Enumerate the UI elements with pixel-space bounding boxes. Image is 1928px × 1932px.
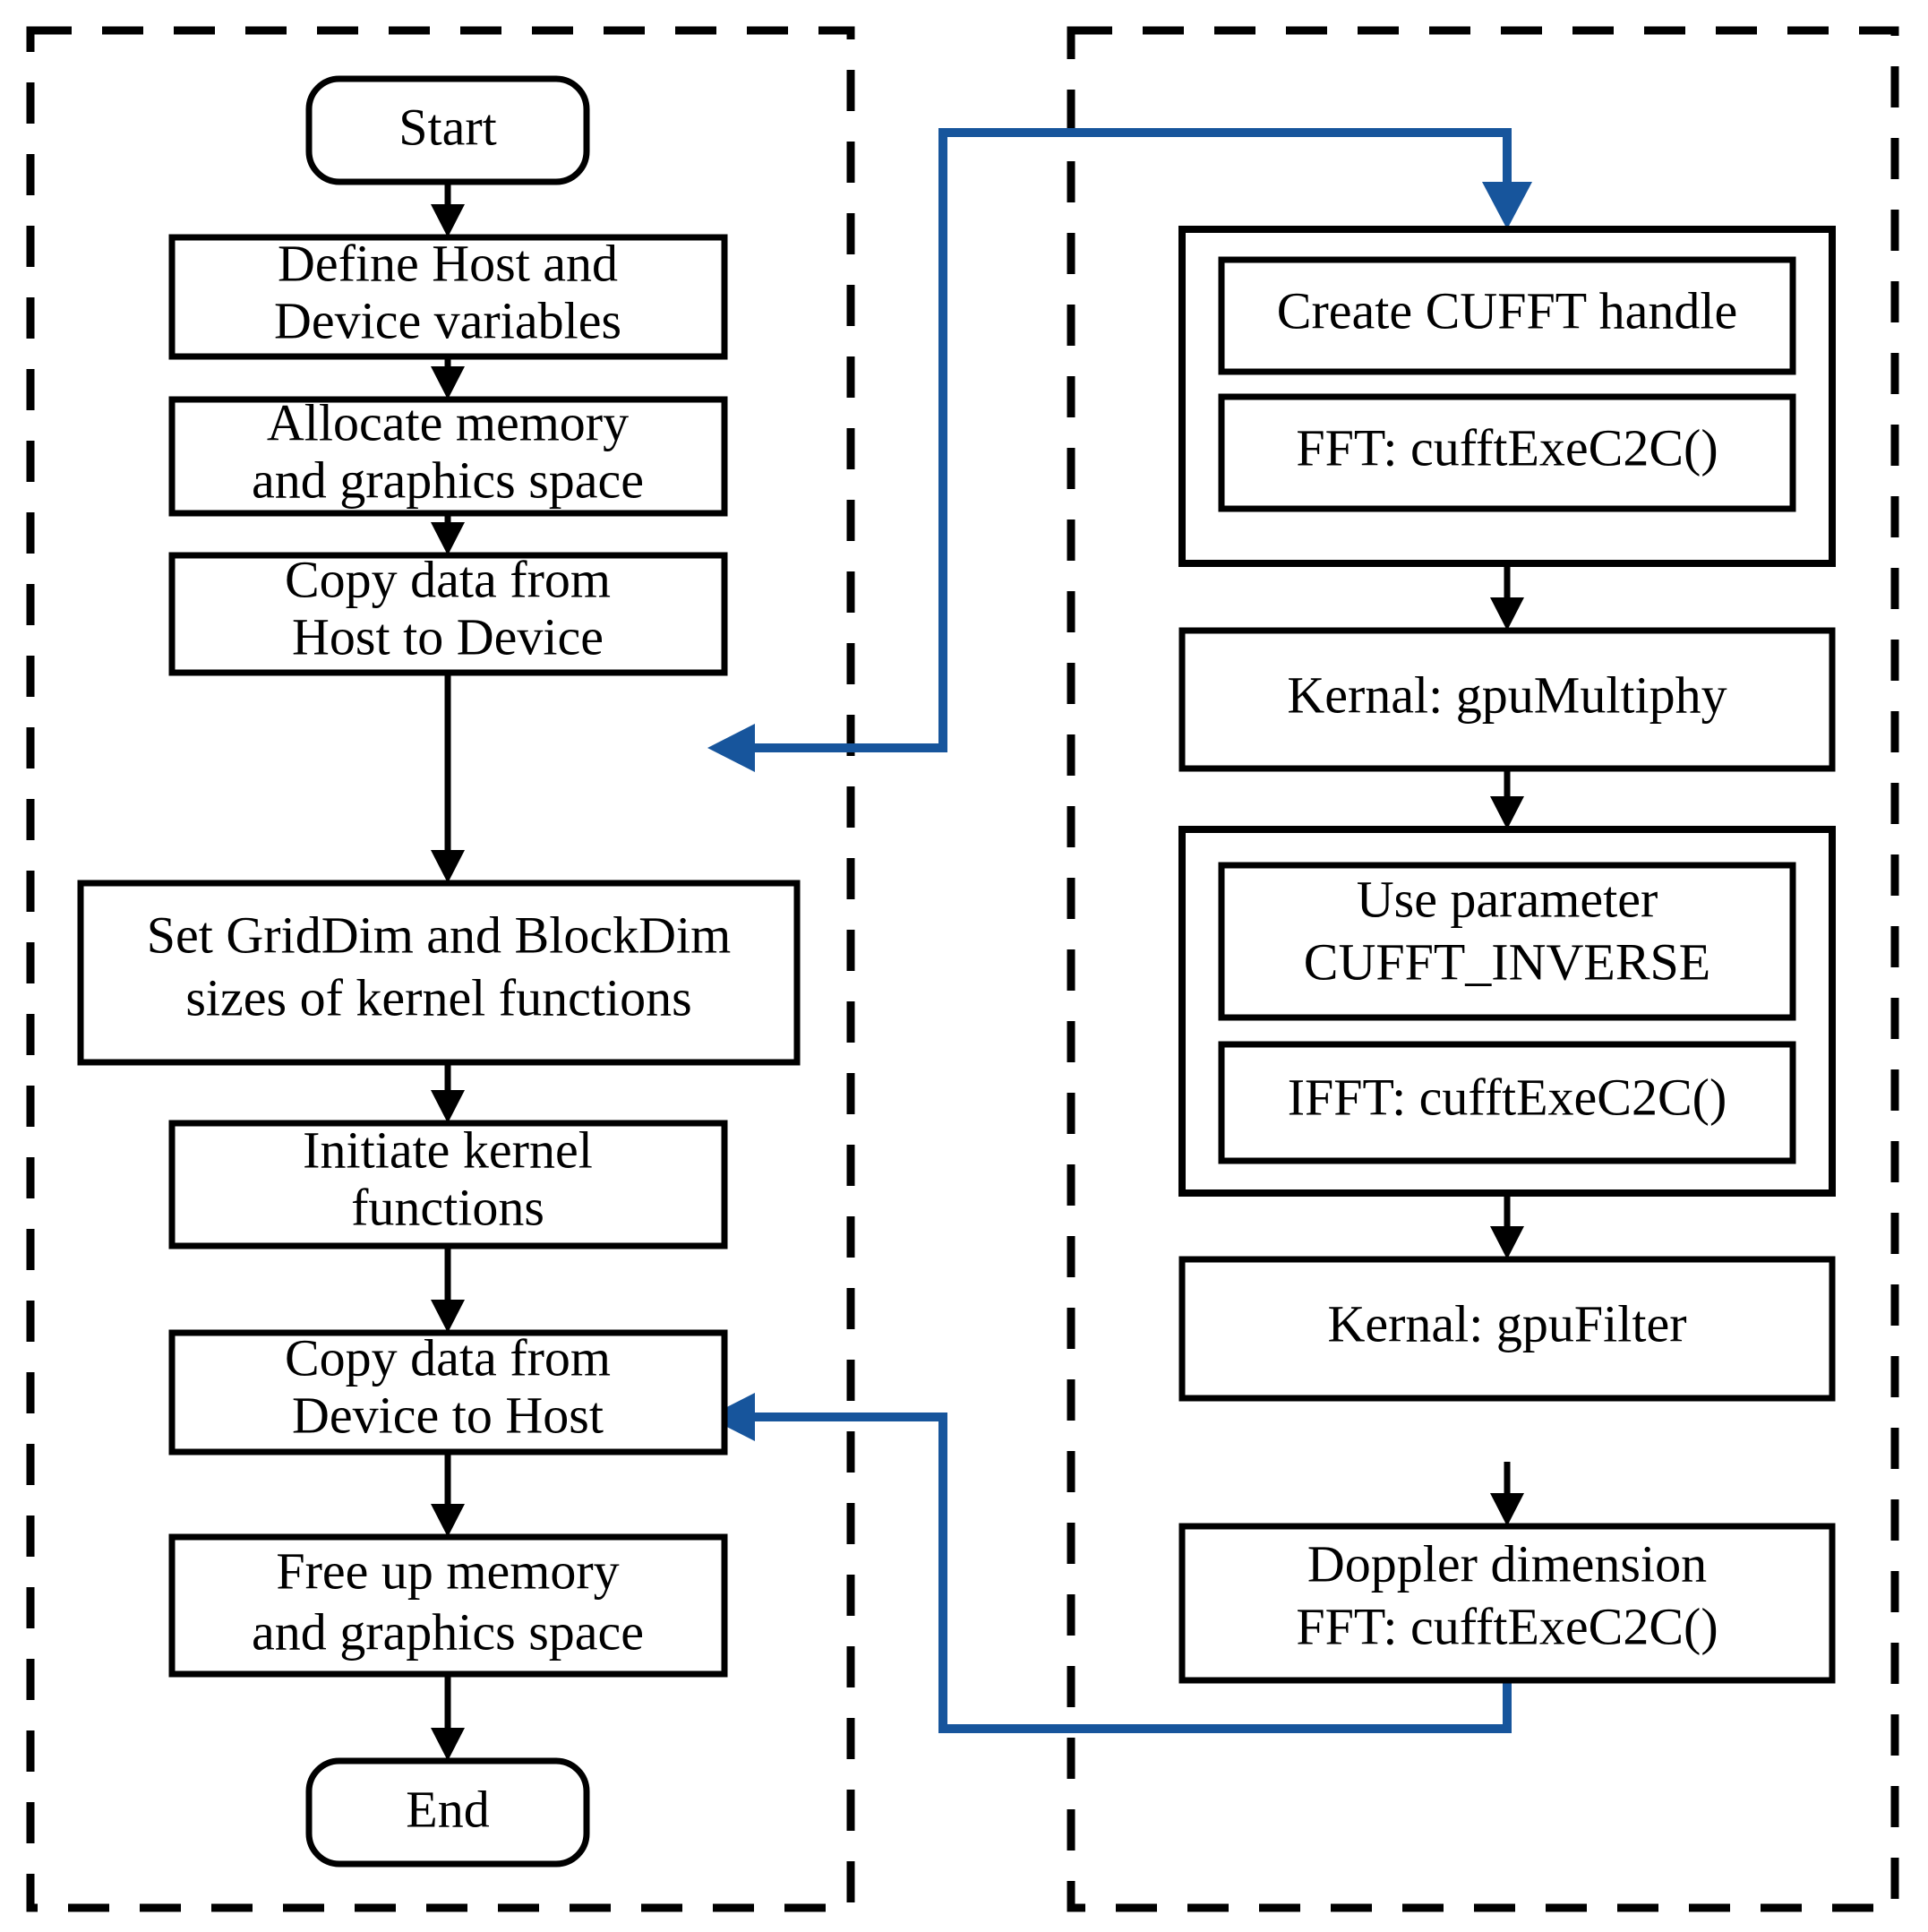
allocate-memory-shape xyxy=(168,396,728,517)
allocate-memory-line1: Allocate memory xyxy=(267,393,629,451)
kernel-multiply-label: Kernal: gpuMultiphy xyxy=(1287,665,1727,724)
arrowhead-multiply-to-ifftgroup xyxy=(1490,796,1524,829)
kernel-multiply-shape xyxy=(1178,627,1836,772)
right-dashed-panel xyxy=(1067,26,1899,1912)
arrowhead-free-to-end xyxy=(431,1728,465,1761)
blue-arrowhead-to-copy-device-host xyxy=(707,1393,755,1441)
fft-exec-shape xyxy=(1218,393,1796,512)
start-label: Start xyxy=(398,98,497,156)
node-kernel-filter[interactable]: Kernal: gpuFilter xyxy=(1178,1256,1836,1402)
arrowhead-fftgroup-to-multiply xyxy=(1490,597,1524,631)
doppler-fft-shape xyxy=(1178,1523,1836,1684)
arrowhead-setdims-to-initiate xyxy=(431,1090,465,1123)
blue-arrowhead-to-fft-group xyxy=(1482,182,1532,229)
end-label: End xyxy=(406,1780,489,1838)
define-vars-line1: Define Host and xyxy=(278,234,618,292)
define-vars-line2: Device variables xyxy=(274,291,621,349)
left-dashed-panel xyxy=(26,26,855,1912)
allocate-memory-line2: and graphics space xyxy=(252,451,644,509)
doppler-fft-line2: FFT: cufftExeC2C() xyxy=(1296,1597,1718,1655)
copy-device-to-host-line2: Device to Host xyxy=(292,1386,604,1444)
initiate-kernels-line2: functions xyxy=(351,1178,544,1236)
start-terminator-shape xyxy=(305,75,590,185)
node-define-vars[interactable]: Define Host and Device variables xyxy=(168,234,728,360)
initiate-kernels-line1: Initiate kernel xyxy=(303,1121,593,1179)
right-column-connectors xyxy=(1490,562,1524,1526)
blue-connector-bottom xyxy=(707,1393,1512,1733)
set-dims-shape xyxy=(77,880,801,1066)
node-start[interactable]: Start xyxy=(305,75,590,185)
node-free-memory[interactable]: Free up memory and graphics space xyxy=(168,1533,728,1678)
arrowhead-define-to-allocate xyxy=(431,366,465,399)
node-doppler-fft[interactable]: Doppler dimension FFT: cufftExeC2C() xyxy=(1178,1523,1836,1684)
copy-host-to-device-line1: Copy data from xyxy=(285,550,611,608)
use-parameter-line2: CUFFT_INVERSE xyxy=(1304,932,1710,991)
copy-host-to-device-line2: Host to Device xyxy=(292,607,604,665)
free-memory-line2: and graphics space xyxy=(252,1602,644,1661)
copy-device-to-host-line1: Copy data from xyxy=(285,1328,611,1387)
fft-exec-label: FFT: cufftExeC2C() xyxy=(1296,418,1718,477)
node-initiate-kernels[interactable]: Initiate kernel functions xyxy=(168,1120,728,1249)
arrowhead-initiate-to-copydh xyxy=(431,1300,465,1333)
define-vars-shape xyxy=(168,234,728,360)
create-handle-shape xyxy=(1218,256,1796,375)
arrowhead-copyhd-to-setdims xyxy=(431,850,465,883)
left-column-connectors xyxy=(431,182,465,1761)
blue-arrowhead-to-copy-host-device xyxy=(707,724,755,772)
arrowhead-filter-to-doppler xyxy=(1490,1493,1524,1526)
node-end[interactable]: End xyxy=(305,1757,590,1868)
kernel-filter-label: Kernal: gpuFilter xyxy=(1327,1294,1686,1352)
arrowhead-start-to-define xyxy=(431,204,465,237)
group-ifft[interactable]: Use parameter CUFFT_INVERSE IFFT: cufftE… xyxy=(1178,826,1836,1197)
node-allocate-memory[interactable]: Allocate memory and graphics space xyxy=(168,393,728,517)
node-set-dims[interactable]: Set GridDim and BlockDim sizes of kernel… xyxy=(77,880,801,1066)
use-parameter-line1: Use parameter xyxy=(1357,870,1658,928)
arrowhead-ifftgroup-to-filter xyxy=(1490,1226,1524,1259)
arrowhead-copydh-to-free xyxy=(431,1504,465,1537)
doppler-fft-line1: Doppler dimension xyxy=(1307,1534,1707,1593)
kernel-filter-shape xyxy=(1178,1256,1836,1402)
free-memory-line1: Free up memory xyxy=(276,1541,619,1600)
end-terminator-shape xyxy=(305,1757,590,1868)
free-memory-shape xyxy=(168,1533,728,1678)
set-dims-line2: sizes of kernel functions xyxy=(185,968,691,1026)
use-parameter-shape xyxy=(1218,862,1796,1021)
node-copy-host-to-device[interactable]: Copy data from Host to Device xyxy=(168,550,728,676)
set-dims-line1: Set GridDim and BlockDim xyxy=(147,906,731,964)
blue-connector-top xyxy=(707,128,1532,772)
node-copy-device-to-host[interactable]: Copy data from Device to Host xyxy=(168,1328,728,1455)
group-fft[interactable]: Create CUFFT handle FFT: cufftExeC2C() xyxy=(1178,226,1836,567)
initiate-kernels-shape xyxy=(168,1120,728,1249)
blue-path-bottom xyxy=(716,1413,1512,1733)
copy-host-to-device-shape xyxy=(168,552,728,676)
create-handle-label: Create CUFFT handle xyxy=(1277,281,1737,339)
arrowhead-allocate-to-copyhd xyxy=(431,522,465,555)
blue-path-top xyxy=(716,128,1512,752)
ifft-exec-label: IFFT: cufftExeC2C() xyxy=(1288,1068,1727,1126)
ifft-exec-shape xyxy=(1218,1041,1796,1164)
node-kernel-multiply[interactable]: Kernal: gpuMultiphy xyxy=(1178,627,1836,772)
copy-device-to-host-shape xyxy=(168,1329,728,1455)
